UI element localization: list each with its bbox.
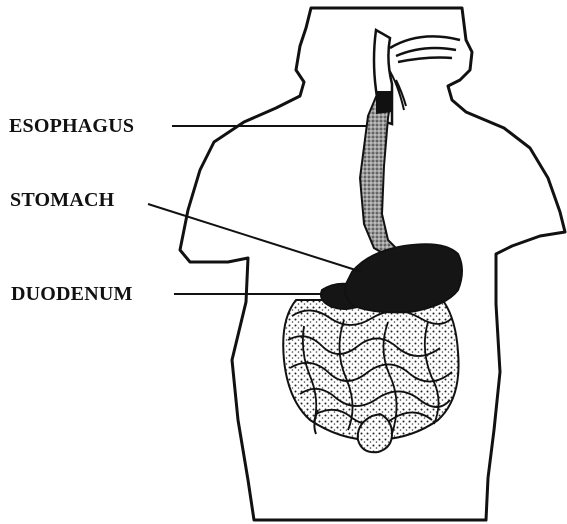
esophagus-upper-band — [376, 92, 392, 114]
esophagus-label: ESOPHAGUS — [9, 116, 134, 136]
stomach-label: STOMACH — [10, 190, 114, 210]
duodenum-label: DUODENUM — [11, 284, 133, 304]
